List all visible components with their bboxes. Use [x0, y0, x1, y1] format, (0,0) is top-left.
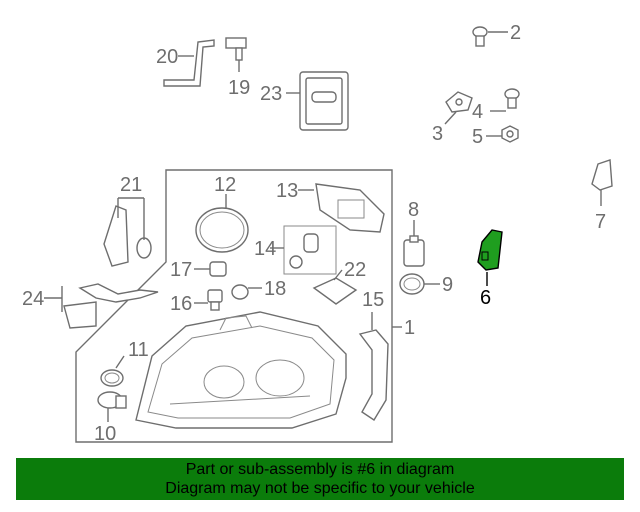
part-6-bracket-highlighted[interactable]	[477, 229, 503, 271]
callout-19[interactable]: 19	[228, 77, 250, 99]
callout-23[interactable]: 23	[260, 83, 282, 105]
part-8-leveling-motor[interactable]	[403, 235, 425, 267]
part-13-housing-cover[interactable]	[315, 183, 385, 233]
part-5-nut[interactable]	[501, 125, 519, 143]
part-22-module[interactable]	[312, 277, 358, 305]
callout-22[interactable]: 22	[344, 259, 366, 281]
part-21-cover[interactable]	[103, 205, 152, 267]
part-4-bolt[interactable]	[504, 88, 520, 109]
callout-10[interactable]: 10	[94, 423, 116, 445]
part-11-seal-ring[interactable]	[100, 369, 124, 387]
callout-18[interactable]: 18	[264, 278, 286, 300]
part-19-connector[interactable]	[225, 37, 247, 61]
assembly-frame	[75, 169, 393, 443]
callout-8[interactable]: 8	[408, 199, 419, 221]
part-23-control-module[interactable]	[299, 71, 349, 131]
part-18-bulb[interactable]	[231, 284, 249, 300]
part-16-socket[interactable]	[207, 289, 223, 311]
callout-7[interactable]: 7	[595, 211, 606, 233]
callout-5[interactable]: 5	[472, 126, 483, 148]
banner-line-1: Part or sub-assembly is #6 in diagram	[185, 461, 455, 478]
callout-2[interactable]: 2	[510, 22, 521, 44]
part-9-cap[interactable]	[399, 273, 425, 295]
part-17-socket[interactable]	[209, 261, 227, 277]
part-12-ring[interactable]	[195, 207, 249, 253]
callout-1[interactable]: 1	[404, 317, 415, 339]
info-banner: Part or sub-assembly is #6 in diagram Di…	[16, 458, 624, 500]
callout-12[interactable]: 12	[214, 174, 236, 196]
part-7-bracket[interactable]	[591, 159, 613, 191]
callout-3[interactable]: 3	[432, 123, 443, 145]
part-14-bulb[interactable]	[283, 225, 337, 275]
part-10-cap[interactable]	[97, 391, 127, 409]
callout-16[interactable]: 16	[170, 293, 192, 315]
part-15-trim-strip[interactable]	[358, 329, 389, 421]
part-20-hose[interactable]	[163, 39, 215, 87]
banner-line-2: Diagram may not be specific to your vehi…	[165, 480, 475, 497]
callout-15[interactable]: 15	[362, 289, 384, 311]
callout-17[interactable]: 17	[170, 259, 192, 281]
callout-13[interactable]: 13	[276, 180, 298, 202]
callout-4[interactable]: 4	[472, 101, 483, 123]
part-2-screw[interactable]	[472, 26, 488, 47]
callout-11[interactable]: 11	[128, 339, 149, 361]
callout-14[interactable]: 14	[254, 238, 276, 260]
part-24-bracket[interactable]	[63, 283, 159, 329]
callout-6[interactable]: 6	[480, 287, 491, 309]
part-1-headlamp-assembly[interactable]	[135, 311, 347, 429]
callout-9[interactable]: 9	[442, 274, 453, 296]
callout-21[interactable]: 21	[120, 174, 142, 196]
callout-20[interactable]: 20	[156, 46, 178, 68]
part-3-clip[interactable]	[445, 91, 473, 113]
callout-24[interactable]: 24	[22, 288, 44, 310]
